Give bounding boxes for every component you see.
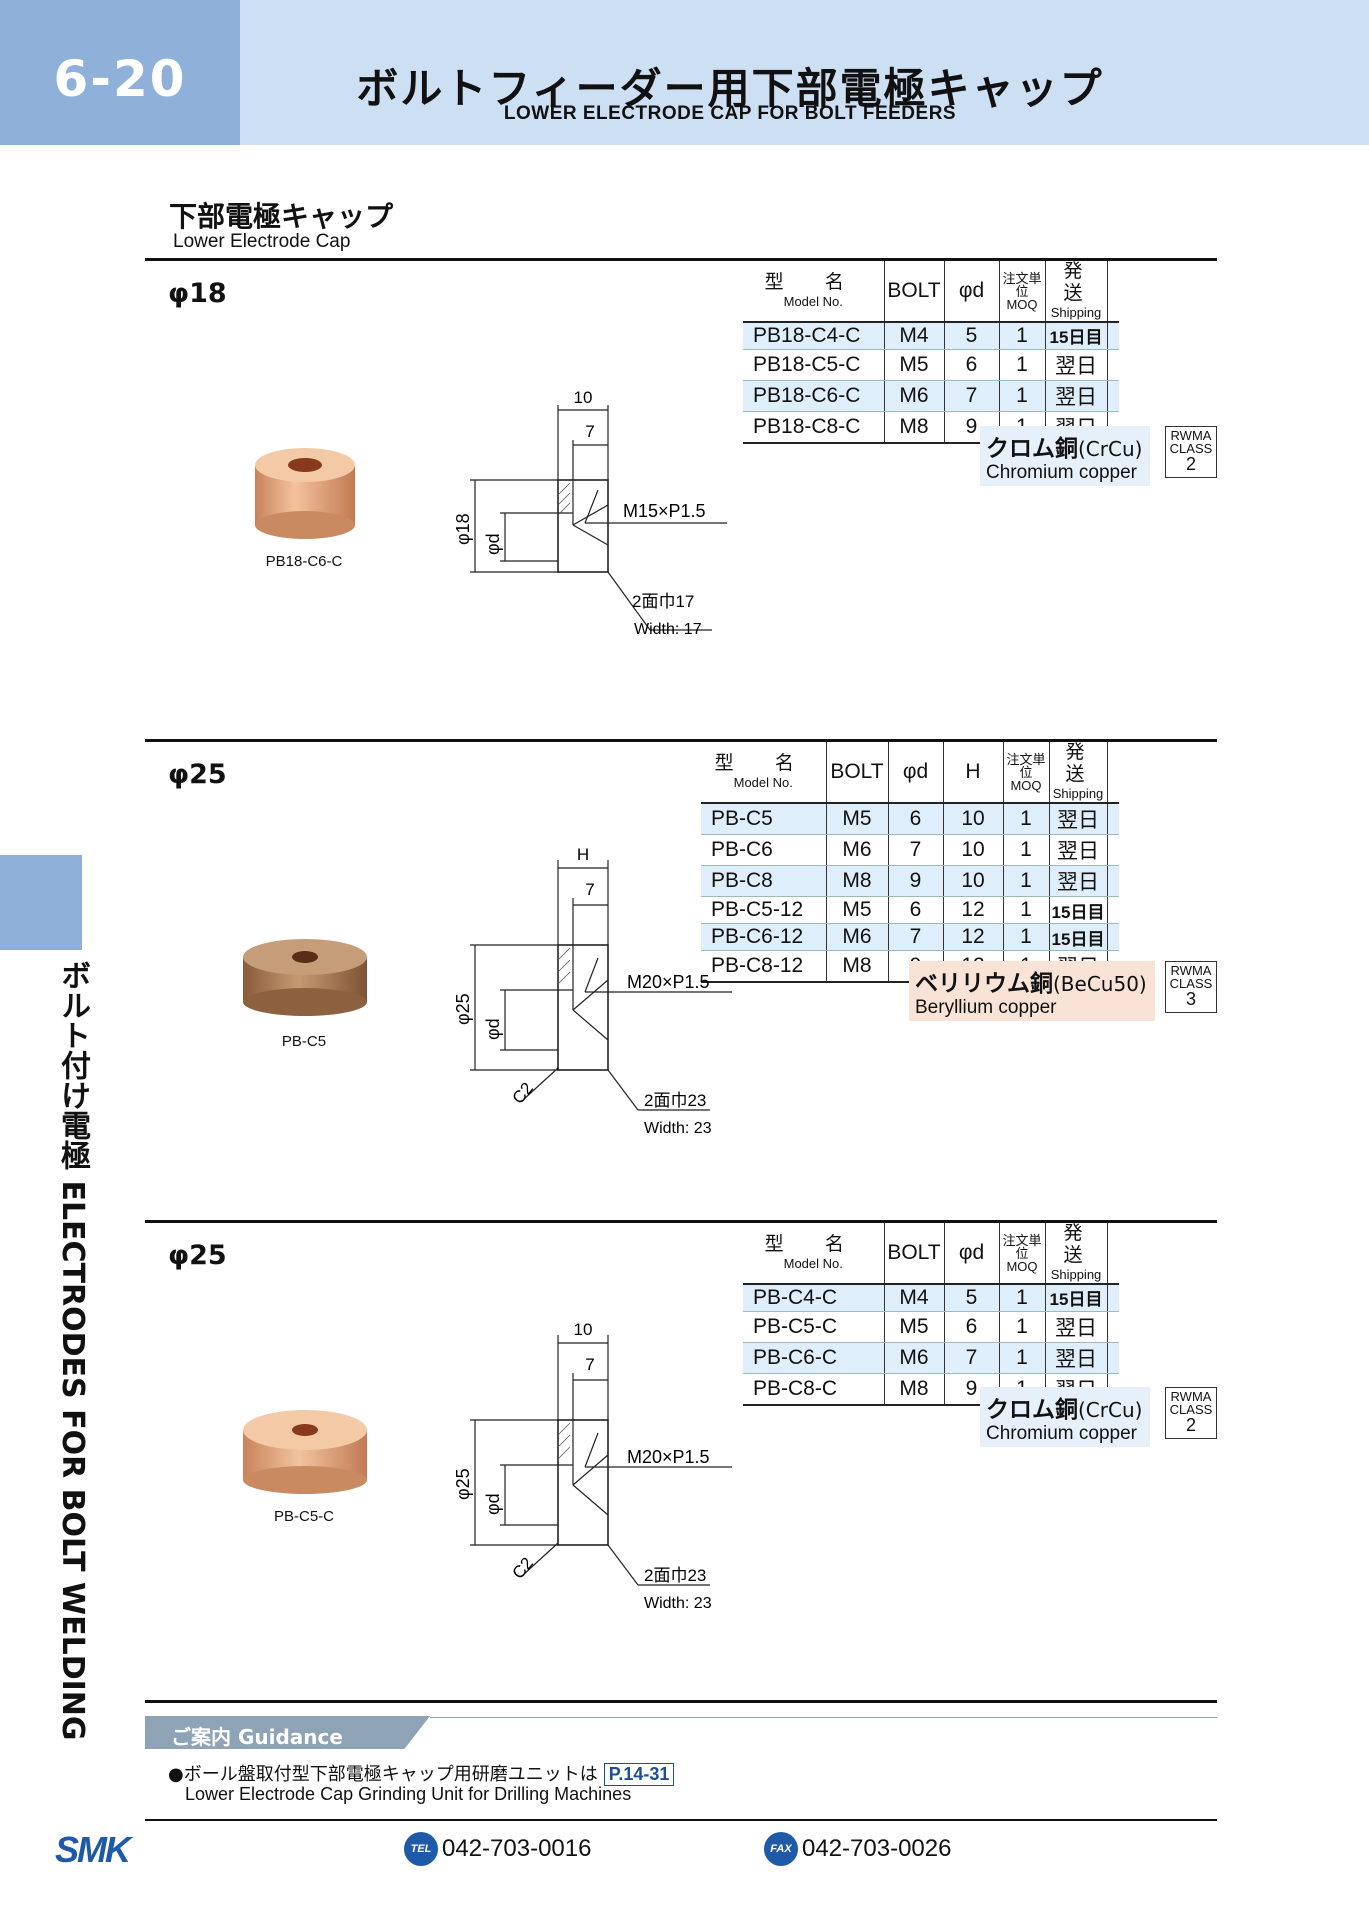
divider [145,739,1217,742]
col-phid: φd [888,742,944,804]
material-label: クロム銅(CrCu) Chromium copper [980,426,1151,486]
col-h: H [943,742,1004,804]
photo-label: PB-C5-C [273,1508,334,1525]
product-photo [255,448,355,539]
width-en: Width: 23 [644,1120,712,1137]
page-title-en: LOWER ELECTRODE CAP FOR BOLT FEEDERS [503,103,957,124]
fax-icon: FAX [764,1832,798,1866]
col-bolt: BOLT [826,742,889,804]
width-en: Width: 23 [644,1595,712,1612]
side-label: ボルト付け電極 ELECTRODES FOR BOLT WELDING [55,960,90,1741]
dim-top: H [577,845,589,864]
material-label: クロム銅(CrCu) Chromium copper [980,1387,1151,1447]
svg-text:SMK: SMK [55,1832,134,1866]
technical-drawing: 10 7 M20×P1.5 φ25 φd C2 2面巾23 Width: 23 [453,1320,732,1612]
page-title-jp: ボルトフィーダー用下部電極キャップ [356,64,1104,113]
chamfer-label: C2 [509,1079,538,1108]
chamfer-label: C2 [509,1554,538,1583]
technical-drawing: 10 7 M15×P1.5 φ18 φd 2面巾17 Width: 17 [453,388,727,638]
fax-contact: FAX 042-703-0026 [764,1832,951,1866]
col-phid: φd [944,261,1000,323]
technical-drawing: H 7 M20×P1.5 φ25 φd C2 2面巾23 Width: 23 [453,845,732,1137]
section-title-en: Lower Electrode Cap [173,231,351,252]
width-en: Width: 17 [634,621,702,638]
thread-label: M20×P1.5 [627,972,710,992]
divider [145,258,1217,261]
divider [145,1700,1217,1703]
dim-inner: 7 [585,880,594,899]
divider [430,1717,1217,1718]
side-tab [0,855,82,950]
dim-top: 10 [574,1320,593,1339]
outer-diameter: φ25 [453,993,473,1025]
width-jp: 2面巾23 [644,1091,706,1110]
col-bolt: BOLT [884,1223,945,1285]
inner-diameter: φd [483,533,503,555]
phone-icon: TEL [404,1832,438,1866]
page-number: 6-20 [0,0,240,145]
page-reference-link[interactable]: P.14-31 [603,1763,675,1786]
dim-inner: 7 [585,1355,594,1374]
product-photo [243,939,367,1016]
block-diameter: φ18 [168,278,227,309]
block-diameter: φ25 [168,1240,227,1271]
tel-contact: TEL 042-703-0016 [404,1832,591,1866]
inner-diameter: φd [483,1018,503,1040]
outer-diameter: φ25 [453,1468,473,1500]
col-phid: φd [944,1223,1000,1285]
divider [145,1220,1217,1223]
section-title-jp: 下部電極キャップ [169,200,394,233]
product-photo [243,1410,367,1494]
dim-top: 10 [574,388,593,407]
width-jp: 2面巾23 [644,1566,706,1585]
thread-label: M20×P1.5 [627,1447,710,1467]
guidance-label: ご案内 Guidance [145,1716,430,1749]
inner-diameter: φd [483,1493,503,1515]
divider [145,1819,1217,1821]
width-jp: 2面巾17 [632,592,694,611]
guidance-text-en: Lower Electrode Cap Grinding Unit for Dr… [185,1784,632,1804]
block-diameter: φ25 [168,759,227,790]
outer-diameter: φ18 [453,513,473,545]
photo-label: PB-C5 [281,1033,327,1050]
thread-label: M15×P1.5 [623,501,706,521]
company-logo: SMK [55,1832,136,1866]
photo-label: PB18-C6-C [265,553,343,570]
dim-inner: 7 [585,422,594,441]
material-label: ベリリウム銅(BeCu50) Beryllium copper [909,961,1155,1021]
col-bolt: BOLT [884,261,945,323]
